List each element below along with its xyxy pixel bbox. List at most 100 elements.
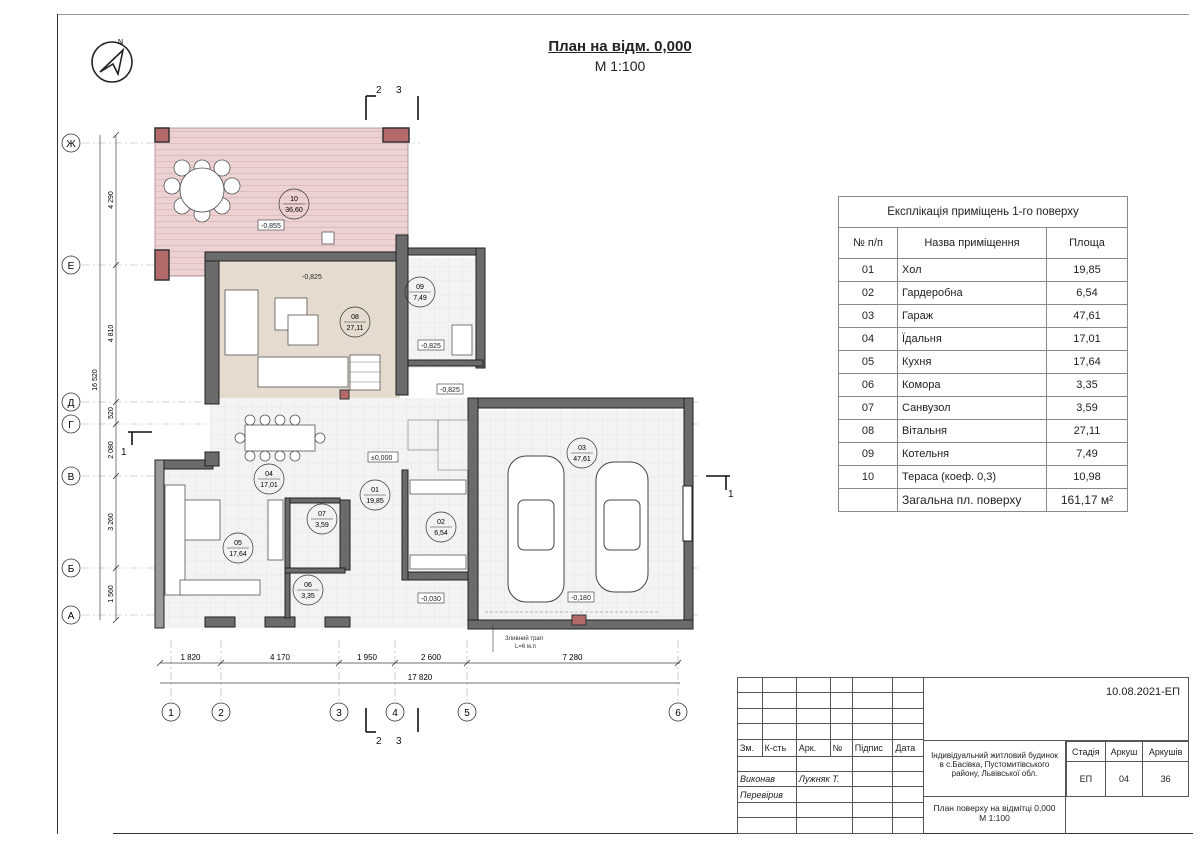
explication-area: 47,61 (1046, 304, 1128, 328)
dimension-tick (112, 420, 120, 428)
explication-total-spacer (838, 488, 898, 512)
dining-table-icon (234, 414, 326, 462)
drain-note-line-1: Зливний трап (505, 635, 543, 642)
room-number: 03 (578, 445, 586, 452)
explication-name: Хол (897, 258, 1047, 282)
explication-total-label: Загальна пл. поверху (897, 488, 1047, 512)
dimension-value: 4 290 (108, 191, 115, 209)
explication-num: 04 (838, 327, 898, 351)
dimension-value: 2 600 (421, 653, 442, 662)
explication-num: 01 (838, 258, 898, 282)
dimension-tick (335, 659, 343, 667)
axis-col-marker: 2 (211, 702, 231, 722)
room-area: 27,11 (347, 325, 364, 332)
explication-area: 10,98 (1046, 465, 1128, 489)
stamp-col-header: Дата (892, 738, 924, 757)
stamp-col-header: Арк. (795, 738, 831, 757)
stamp-col-header: Підпис (851, 738, 894, 757)
stamp-col-header: К-сть (761, 738, 797, 757)
room-label: 063,35 (292, 574, 324, 606)
room-number: 06 (304, 582, 312, 589)
explication-area: 7,49 (1046, 442, 1128, 466)
kitchen-furniture (164, 484, 261, 596)
dimension-tick (112, 472, 120, 480)
sofa-icon (224, 289, 381, 391)
title-block-headers: Зм. К-сть Арк. № Підпис Дата (737, 738, 924, 757)
dimension-value: 1 820 (180, 653, 201, 662)
dimension-tick (217, 659, 225, 667)
room-labels: 0119,85026,540347,610417,010517,64063,35… (222, 188, 598, 606)
room-area: 6,54 (434, 530, 448, 537)
room-label-circle (278, 188, 310, 220)
level-mark: -0,180 (571, 595, 591, 602)
explication-name: Тераса (коеф. 0,3) (897, 465, 1047, 489)
axis-bubble (457, 702, 477, 722)
section-mark-bottom-right: 3 (396, 736, 402, 747)
axis-bubble (61, 558, 81, 578)
room-number: 10 (290, 196, 298, 203)
stamp-col-header: Зм. (737, 738, 763, 757)
axis-bubble (211, 702, 231, 722)
dimension-tick (112, 564, 120, 572)
room-label: 08 27,11 (339, 306, 371, 338)
level-mark: ±0,000 (371, 455, 392, 462)
stamp-stage-header: Стадія (1066, 741, 1106, 762)
wardrobe (267, 324, 473, 570)
room-area: 36,60 (285, 207, 303, 214)
dimensions-bottom: 1 820 4 170 1 950 2 600 7 280 17 820 (156, 653, 682, 682)
axis-bubble (385, 702, 405, 722)
stamp-stage-value: 36 (1142, 761, 1189, 797)
dimension-value: 4 170 (270, 653, 291, 662)
svg-text:N: N (118, 39, 123, 46)
axis-row-marker: Б (61, 558, 81, 578)
room-number: 08 (351, 314, 359, 321)
dimension-value: 1 950 (357, 653, 378, 662)
stamp-stage-value: ЕП (1066, 761, 1106, 797)
stamp-col-header: № (829, 738, 853, 757)
explication-area: 3,35 (1046, 373, 1128, 397)
room-area: 3,59 (315, 522, 329, 529)
dimension-tick (391, 659, 399, 667)
explication-num: 08 (838, 419, 898, 443)
axis-label: Г (68, 420, 74, 431)
level-mark: -0,855 (261, 223, 281, 230)
drawing-title: План на відм. 0,000 М 1:100 (500, 38, 740, 74)
room-label: 073,59 (306, 503, 338, 535)
axis-bubble (61, 466, 81, 486)
room-number: 01 (371, 487, 379, 494)
room-label-circle (566, 437, 598, 469)
explication-table: Експлікація приміщень 1-го поверху № п/п… (838, 196, 1128, 512)
axis-row-marker: Г (61, 414, 81, 434)
stamp-sheet-title-cell: План поверху на відмітці 0,000 М 1:100 (924, 797, 1066, 834)
section-mark-top-left: 2 (376, 85, 382, 96)
explication-caption: Експлікація приміщень 1-го поверху (838, 196, 1128, 228)
axis-row-marker: В (61, 466, 81, 486)
axis-bubble (61, 392, 81, 412)
axis-label: 4 (392, 708, 398, 719)
stamp-code: 10.08.2021-ЕП (1106, 686, 1180, 698)
room-label-circle (222, 532, 254, 564)
room-area: 47,61 (573, 456, 591, 463)
room-label-circle (306, 503, 338, 535)
drain-note-line-2: L=6 м.п (515, 644, 536, 650)
car-icon (507, 455, 649, 603)
axis-row-marker: Ж (61, 133, 81, 153)
axis-bubble (61, 255, 81, 275)
dimension-value: 7 280 (562, 653, 583, 662)
dimension-tick (112, 131, 120, 139)
drawing-title-main: План на відм. 0,000 (548, 38, 692, 55)
axis-bubble (61, 605, 81, 625)
title-block-left: Зм. К-сть Арк. № Підпис Дата Виконав Луж… (737, 676, 924, 834)
room-label: 026,54 (425, 511, 457, 543)
dimension-total: 17 820 (408, 673, 433, 682)
frame-top-line (57, 14, 1189, 15)
room-number: 02 (437, 519, 445, 526)
explication-header-area: Площа (1046, 227, 1128, 259)
dimension-value: 3 260 (108, 513, 115, 531)
